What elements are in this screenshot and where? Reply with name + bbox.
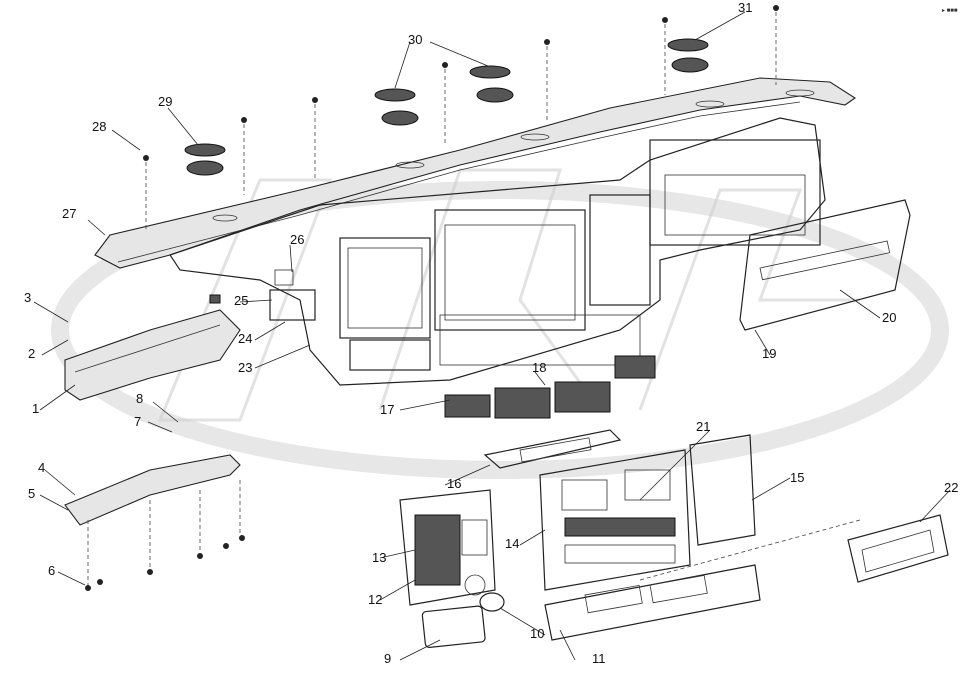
callout-6: 6 xyxy=(48,563,55,578)
callout-1: 1 xyxy=(32,401,39,416)
callout-21: 21 xyxy=(696,419,710,434)
bezel-ring xyxy=(421,605,486,649)
callout-14: 14 xyxy=(505,536,519,551)
fasteners xyxy=(85,5,861,591)
dashboard-body xyxy=(169,117,826,386)
corner-mark: ▸ ■■■ xyxy=(942,8,958,14)
callout-5: 5 xyxy=(28,486,35,501)
callout-17: 17 xyxy=(380,402,394,417)
storage-tray xyxy=(847,514,949,583)
callout-29: 29 xyxy=(158,94,172,109)
callout-23: 23 xyxy=(238,360,252,375)
callout-19: 19 xyxy=(762,346,776,361)
round-vents xyxy=(184,38,709,176)
round-cap xyxy=(479,592,505,612)
leader-lines xyxy=(33,11,951,661)
callout-24: 24 xyxy=(238,331,252,346)
dashboard-top-panel xyxy=(94,77,856,269)
lower-storage-panel xyxy=(544,564,761,641)
center-vents xyxy=(444,355,656,419)
callout-12: 12 xyxy=(368,592,382,607)
callout-labels: 1 2 3 4 5 6 7 8 9 10 11 12 13 14 15 16 1… xyxy=(24,0,958,666)
left-trim-panel xyxy=(64,309,241,401)
callout-15: 15 xyxy=(790,470,804,485)
lower-left-trim xyxy=(64,454,241,526)
callout-28: 28 xyxy=(92,119,106,134)
callout-11: 11 xyxy=(592,651,606,666)
callout-16: 16 xyxy=(447,476,461,491)
switch-panel xyxy=(399,489,496,606)
callout-3: 3 xyxy=(24,290,31,305)
callout-2: 2 xyxy=(28,346,35,361)
glovebox-lid xyxy=(739,199,911,331)
callout-10: 10 xyxy=(530,626,544,641)
callout-22: 22 xyxy=(944,480,958,495)
callout-9: 9 xyxy=(384,651,391,666)
callout-20: 20 xyxy=(882,310,896,325)
vent-bracket xyxy=(483,429,622,469)
callout-18: 18 xyxy=(532,360,546,375)
callout-7: 7 xyxy=(134,414,141,429)
callout-13: 13 xyxy=(372,550,386,565)
callout-26: 26 xyxy=(290,232,304,247)
callout-25: 25 xyxy=(234,293,248,308)
callout-8: 8 xyxy=(136,391,143,406)
callout-31: 31 xyxy=(738,0,752,15)
callout-30: 30 xyxy=(408,32,422,47)
callout-4: 4 xyxy=(38,460,45,475)
center-console-panel xyxy=(539,449,691,591)
left-brackets xyxy=(209,269,316,321)
side-cover-panel xyxy=(689,434,756,546)
callout-27: 27 xyxy=(62,206,76,221)
